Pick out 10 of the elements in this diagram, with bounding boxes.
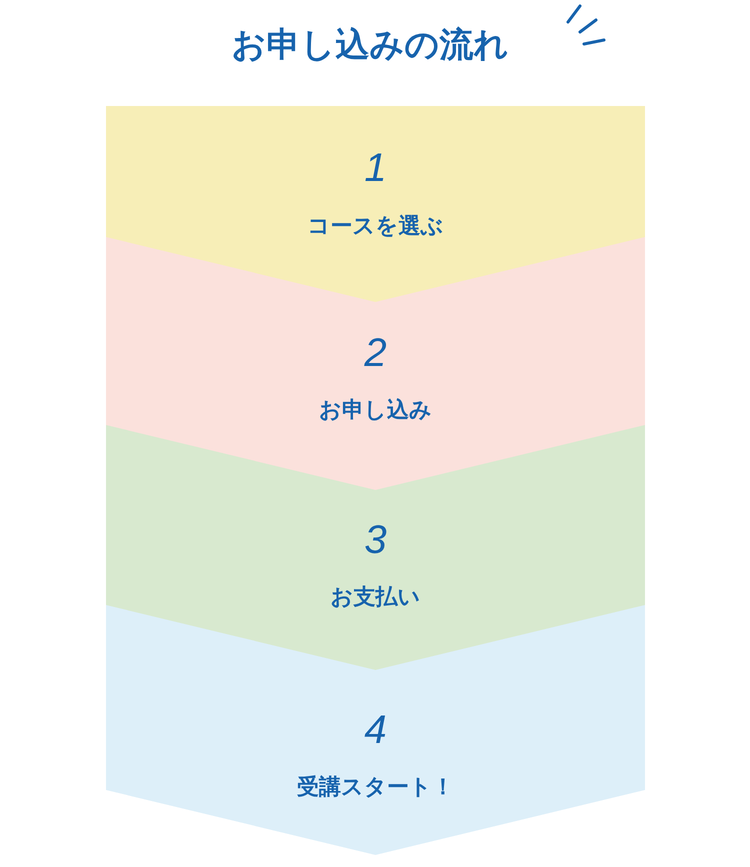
chevron-step xyxy=(106,106,645,302)
step-label: 受講スタート！ xyxy=(297,775,454,802)
step-label: お申し込み xyxy=(319,398,432,424)
step-number: 1 xyxy=(364,148,387,188)
step-label: コースを選ぶ xyxy=(308,214,444,240)
step-number: 2 xyxy=(364,333,387,373)
step-number: 4 xyxy=(364,710,387,750)
step-label: お支払い xyxy=(330,585,420,612)
diagram-title: お申し込みの流れ xyxy=(230,24,510,67)
step-number: 3 xyxy=(364,520,387,560)
